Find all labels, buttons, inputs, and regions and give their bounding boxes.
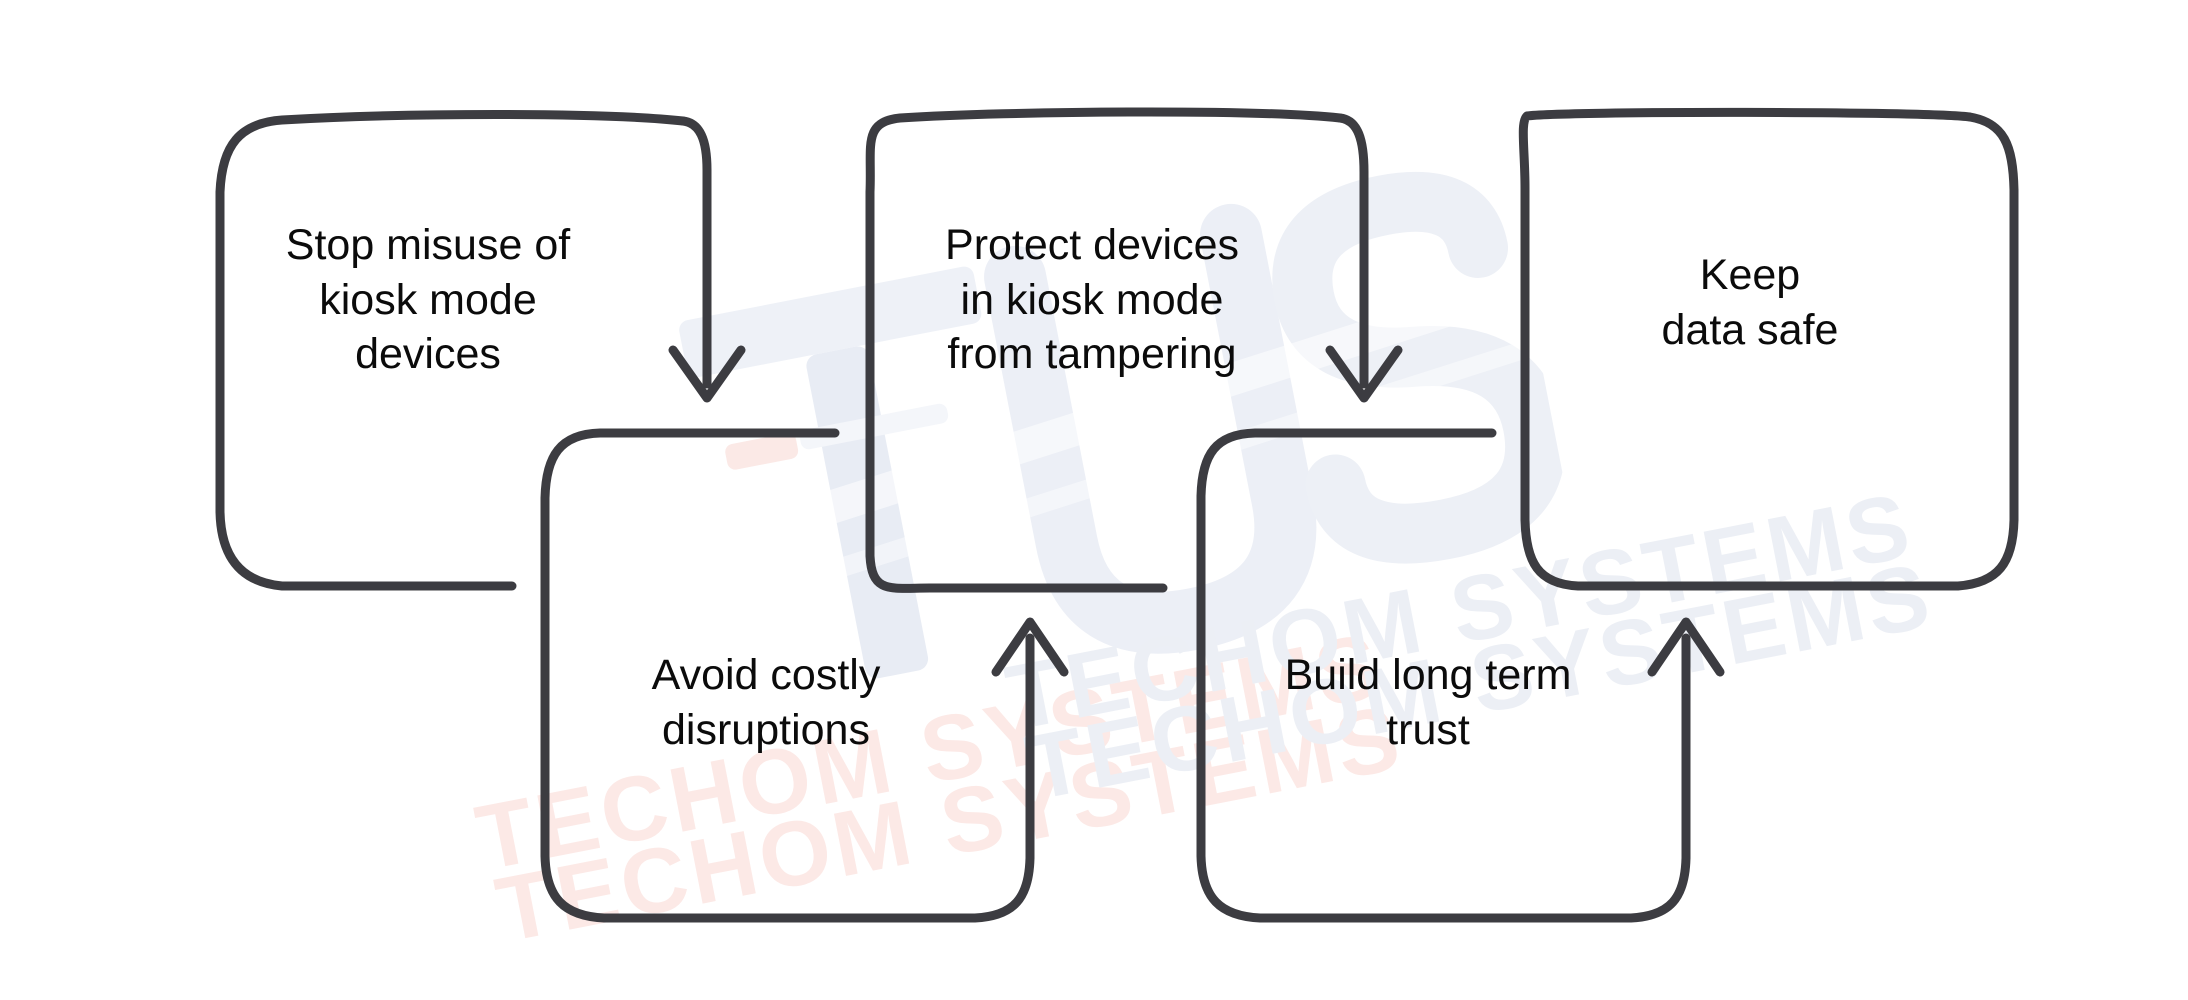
node-5-label: Keep data safe xyxy=(1661,251,1839,354)
node-3-label: Protect devices in kiosk mode from tampe… xyxy=(945,221,1239,379)
connector-node4-node5 xyxy=(1647,617,1725,705)
node-2-box[interactable] xyxy=(540,428,1035,923)
node-4-label: Build long term trust xyxy=(1284,651,1572,754)
node-1-box[interactable] xyxy=(215,110,688,591)
node-1-label: Stop misuse of kiosk mode devices xyxy=(285,221,571,379)
node-2-label: Avoid costly disruptions xyxy=(651,651,881,754)
